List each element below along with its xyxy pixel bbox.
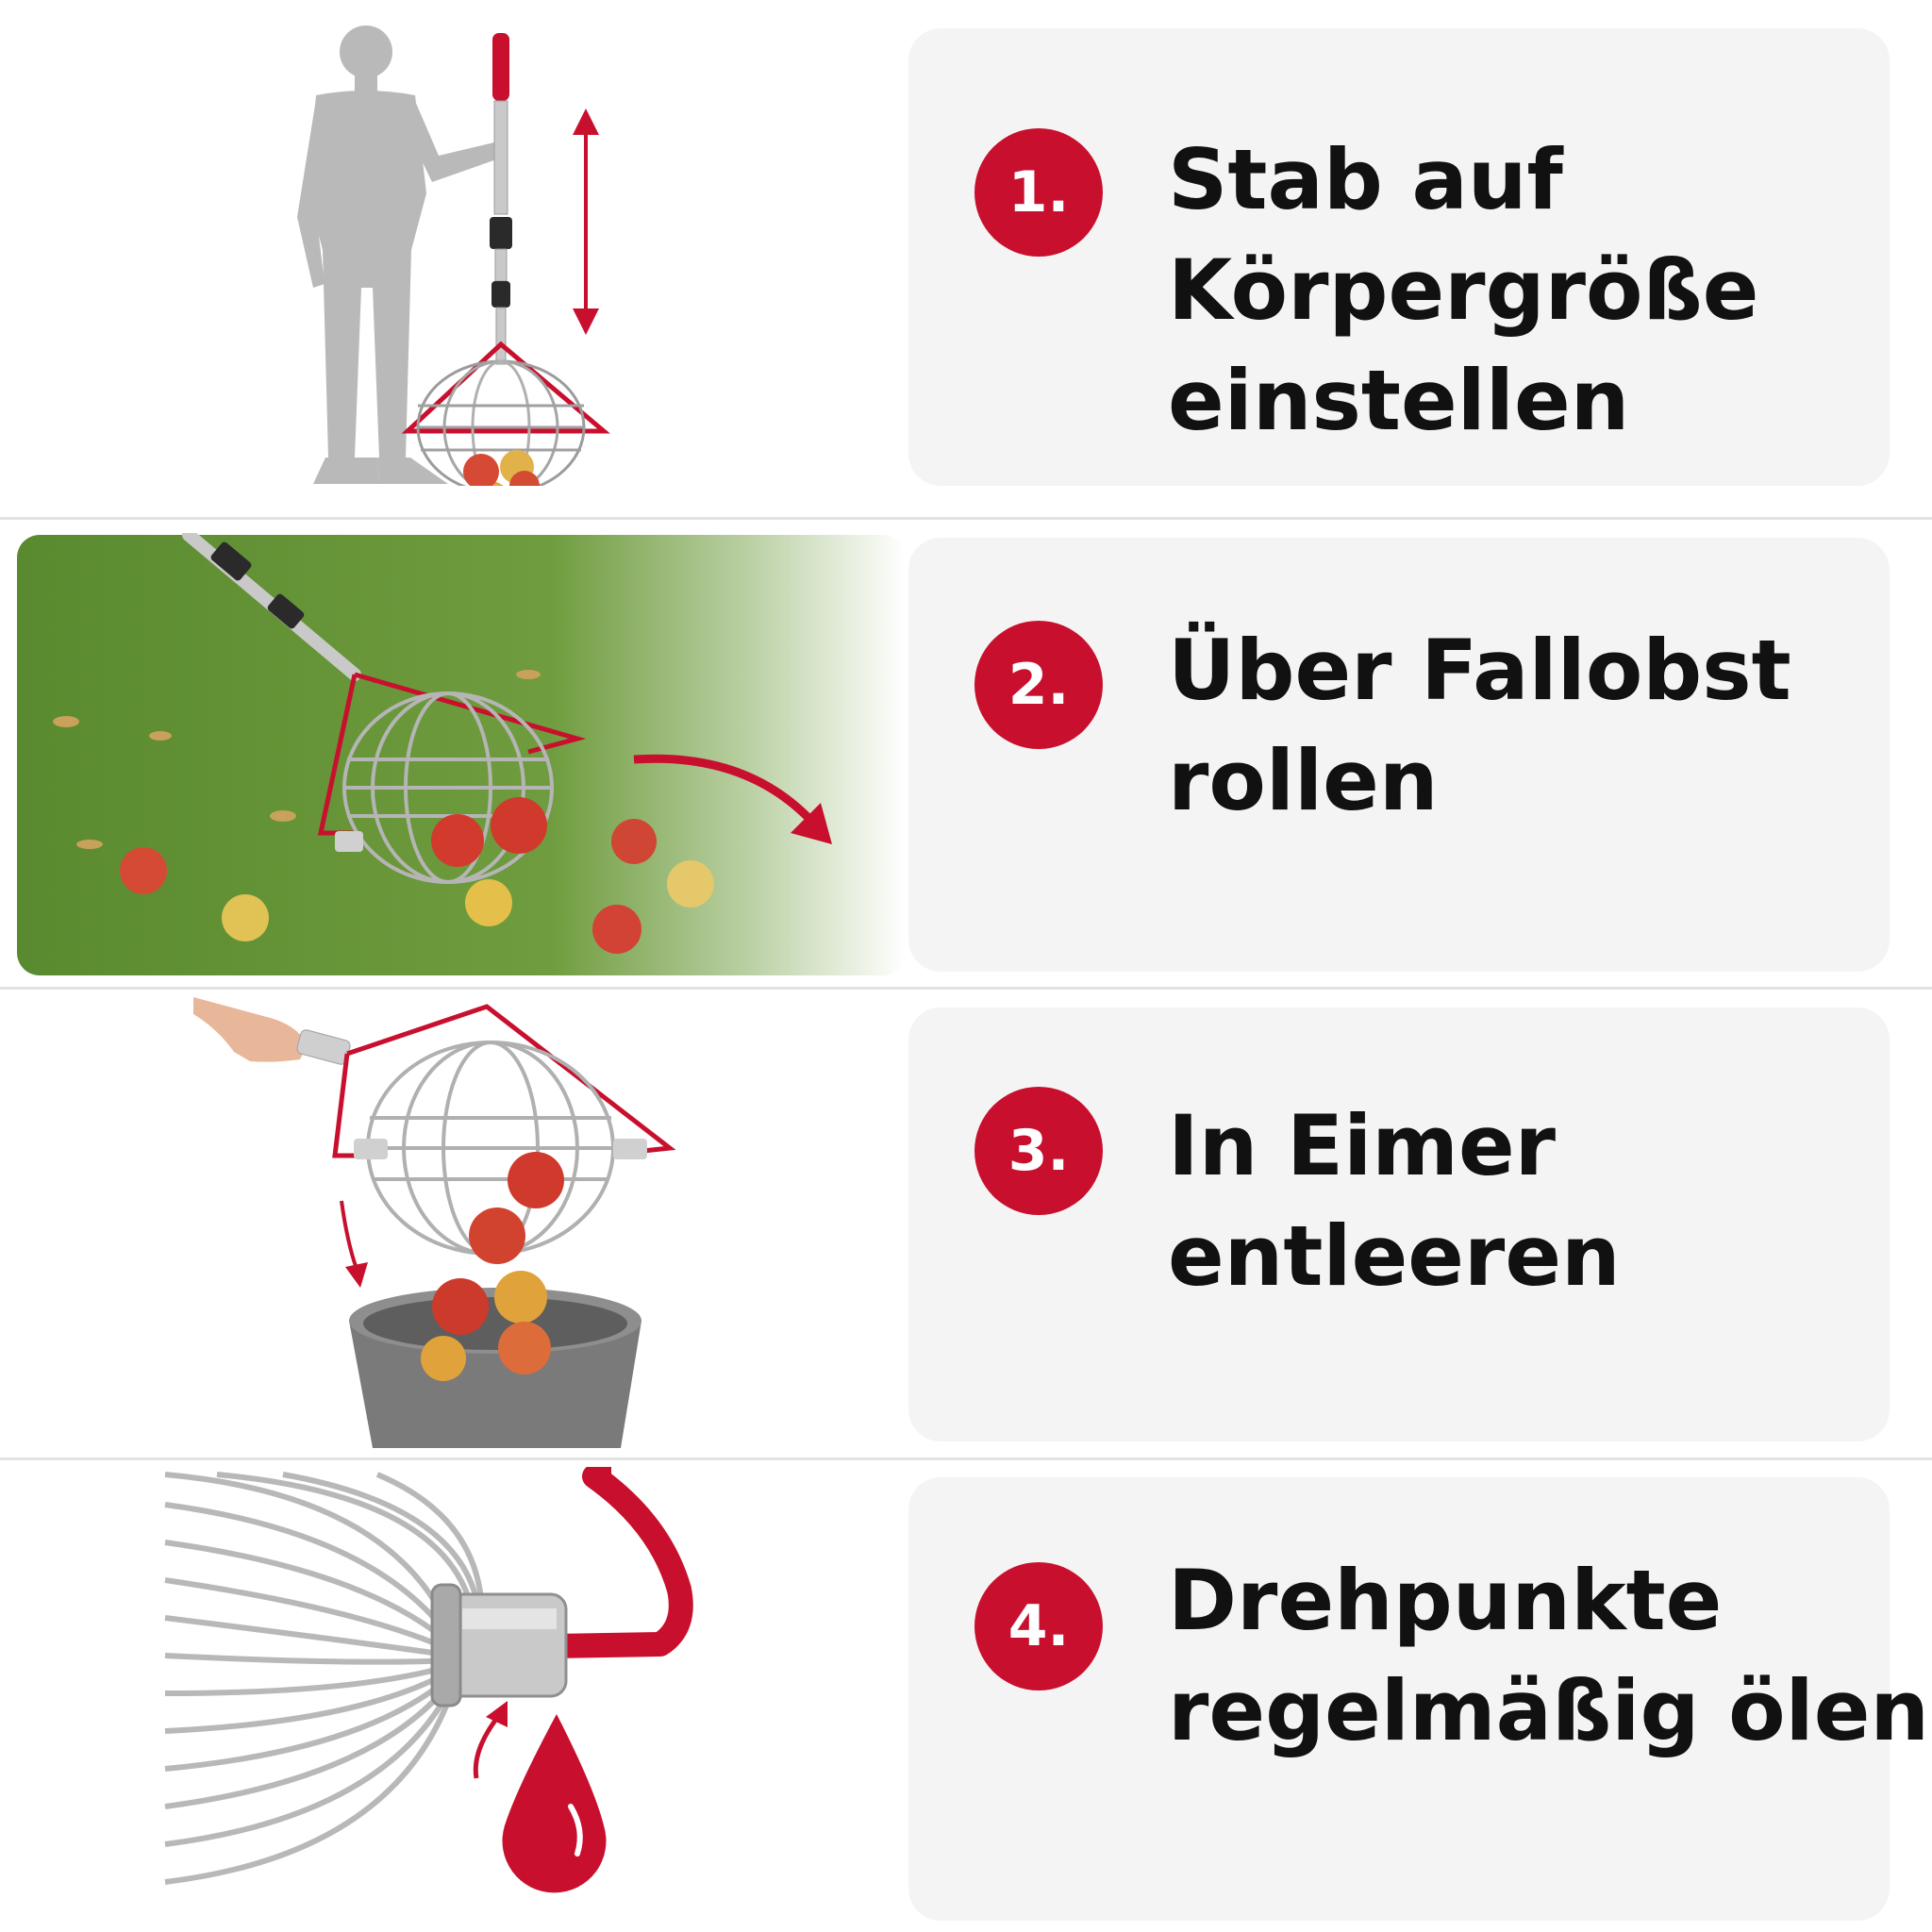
hand-icon bbox=[193, 997, 307, 1062]
divider bbox=[0, 517, 1932, 520]
step-number-badge-3: 3. bbox=[974, 1087, 1103, 1215]
height-arrow-icon bbox=[573, 108, 599, 335]
step-card-2: 2. Über Fallobst rollen bbox=[908, 538, 1890, 972]
step-row-2: 2. Über Fallobst rollen bbox=[0, 533, 1932, 978]
step-caption-1: Stab auf Körpergröße einstellen bbox=[1168, 131, 1759, 449]
down-arrow-icon bbox=[340, 1200, 368, 1288]
step-number-badge-2: 2. bbox=[974, 621, 1103, 749]
step-caption-4: Drehpunkte regelmäßig ölen bbox=[1168, 1552, 1930, 1759]
step-card-3: 3. In Eimer entleeren bbox=[908, 1008, 1890, 1441]
illustration-oil-pivots bbox=[164, 1467, 693, 1893]
step-number-badge-1: 1. bbox=[974, 128, 1103, 257]
apples bbox=[120, 797, 714, 954]
illustration-adjust-height bbox=[297, 25, 610, 486]
illustration-roll-over-fruit bbox=[17, 533, 906, 975]
roller-wires bbox=[164, 1472, 484, 1885]
step-number-badge-4: 4. bbox=[974, 1562, 1103, 1690]
divider bbox=[0, 987, 1932, 990]
oil-arrow-icon bbox=[473, 1701, 508, 1779]
step-row-4: 4. Drehpunkte regelmäßig ölen bbox=[0, 1467, 1932, 1921]
roll-arrow-icon bbox=[633, 754, 832, 844]
step-card-4: 4. Drehpunkte regelmäßig ölen bbox=[908, 1477, 1930, 1921]
divider bbox=[0, 1457, 1932, 1460]
step-caption-2: Über Fallobst rollen bbox=[1168, 622, 1791, 829]
step-row-1: 1. Stab auf Körpergröße einstellen bbox=[0, 14, 1932, 486]
pivot-bushing bbox=[430, 1583, 568, 1707]
person-silhouette-icon bbox=[297, 25, 502, 484]
apples bbox=[421, 1152, 564, 1381]
oil-drop-icon bbox=[502, 1714, 607, 1893]
apples bbox=[463, 450, 540, 486]
bucket-icon bbox=[349, 1288, 641, 1448]
illustration-empty-into-bucket bbox=[193, 997, 676, 1448]
step-caption-3: In Eimer entleeren bbox=[1168, 1097, 1621, 1305]
step-card-1: 1. Stab auf Körpergröße einstellen bbox=[908, 28, 1890, 486]
step-row-3: 3. In Eimer entleeren bbox=[0, 995, 1932, 1448]
